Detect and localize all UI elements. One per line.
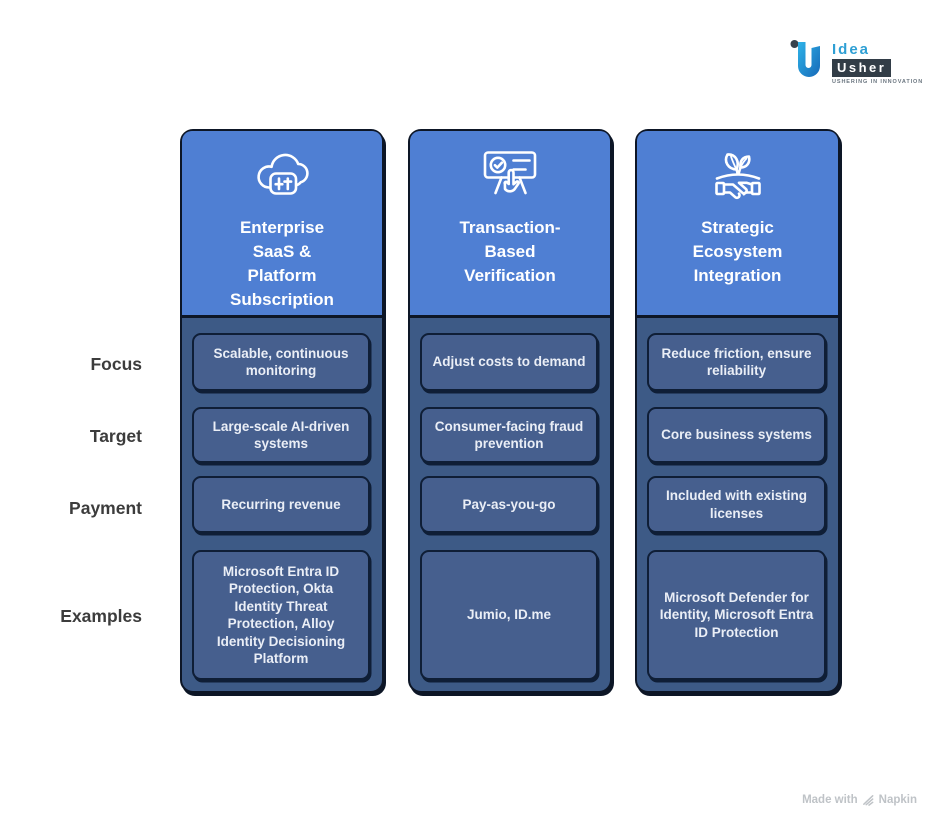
cell-target-ecosystem: Core business systems: [647, 407, 826, 463]
column-enterprise-saas-header: Enterprise SaaS & Platform Subscription: [182, 131, 382, 318]
logo-word-usher: Usher: [832, 59, 892, 77]
napkin-brand-text: Napkin: [878, 794, 917, 806]
napkin-icon: [862, 795, 874, 806]
cell-payment-ecosystem: Included with existing licenses: [647, 476, 826, 533]
column-title: Transaction- Based Verification: [459, 218, 561, 285]
cell-examples-enterprise: Microsoft Entra ID Protection, Okta Iden…: [192, 550, 370, 680]
row-label-payment: Payment: [69, 498, 142, 518]
cell-focus-enterprise: Scalable, continuous monitoring: [192, 333, 370, 391]
verification-screen-icon: [483, 151, 537, 195]
column-transaction-verification-header: Transaction- Based Verification: [410, 131, 610, 318]
column-title: Strategic Ecosystem Integration: [692, 218, 783, 285]
logo-tagline: USHERING IN INNOVATION: [832, 79, 924, 85]
row-label-target: Target: [89, 426, 142, 446]
logo-u-shape: [798, 42, 820, 77]
column-enterprise-saas: Enterprise SaaS & Platform Subscription …: [180, 129, 384, 693]
idea-usher-logo: Idea Usher USHERING IN INNOVATION: [788, 36, 922, 98]
column-transaction-verification: Transaction- Based Verification Adjust c…: [408, 129, 612, 693]
made-with-napkin-credit: Made with Napkin: [802, 794, 917, 806]
cell-focus-ecosystem: Reduce friction, ensure reliability: [647, 333, 826, 391]
idea-usher-logo-mark: [790, 40, 820, 77]
row-label-examples: Examples: [60, 606, 142, 626]
cell-examples-ecosystem: Microsoft Defender for Identity, Microso…: [647, 550, 826, 680]
cell-target-transaction: Consumer-facing fraud prevention: [420, 407, 598, 463]
logo-i-dot: [790, 40, 799, 48]
cell-payment-transaction: Pay-as-you-go: [420, 476, 598, 533]
logo-text: Idea Usher USHERING IN INNOVATION: [832, 42, 923, 85]
cloud-settings-icon: [257, 153, 309, 195]
made-with-text: Made with: [802, 794, 858, 806]
row-label-focus: Focus: [90, 354, 142, 374]
logo-word-idea: Idea: [832, 41, 871, 58]
column-ecosystem-integration: Strategic Ecosystem Integration Reduce f…: [635, 129, 840, 693]
column-ecosystem-integration-header: Strategic Ecosystem Integration: [637, 131, 838, 318]
cell-focus-transaction: Adjust costs to demand: [420, 333, 598, 391]
column-title: Enterprise SaaS & Platform Subscription: [230, 218, 334, 309]
eco-handshake-icon: [714, 153, 761, 200]
cell-examples-transaction: Jumio, ID.me: [420, 550, 598, 680]
cell-target-enterprise: Large-scale AI-driven systems: [192, 407, 370, 463]
cell-payment-enterprise: Recurring revenue: [192, 476, 370, 533]
